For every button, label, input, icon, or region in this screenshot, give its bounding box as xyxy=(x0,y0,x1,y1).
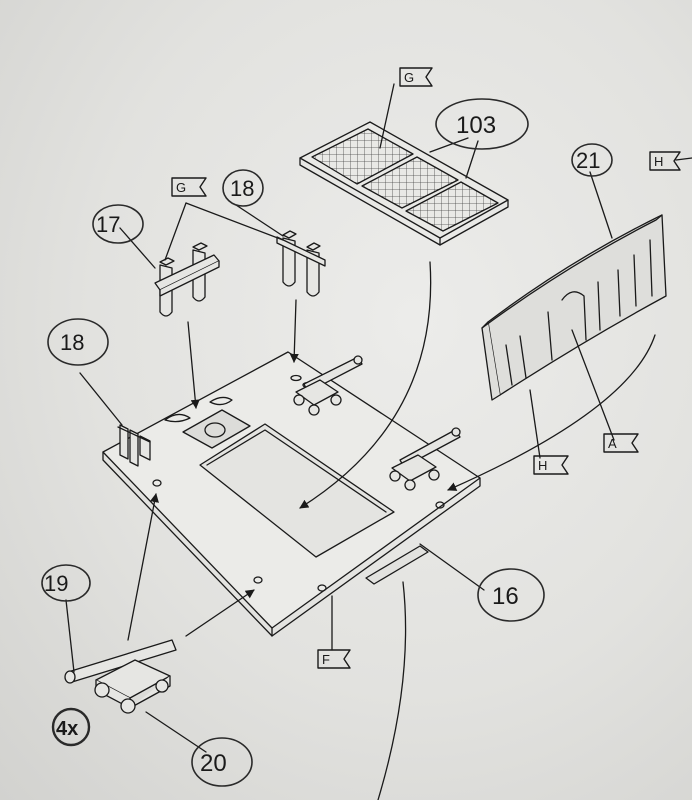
quantity-label: 4x xyxy=(56,718,78,740)
part-label-20: 20 xyxy=(200,750,227,777)
part-label-18-left: 18 xyxy=(60,330,84,355)
flag-label-H-mid: H xyxy=(538,458,547,473)
bitts-part-18-left xyxy=(117,424,151,467)
part-label-16: 16 xyxy=(492,583,519,610)
flag-label-G-left: G xyxy=(176,180,186,195)
bulwark-part-21 xyxy=(481,214,667,401)
pencil-circles xyxy=(41,98,613,787)
base-plate-F xyxy=(102,351,481,637)
part-label-19: 19 xyxy=(44,571,68,596)
part-label-18-top: 18 xyxy=(230,176,254,201)
part-label-17: 17 xyxy=(96,212,120,237)
flag-label-H-top: H xyxy=(654,154,663,169)
flag-label-G-top: G xyxy=(404,70,414,85)
assembly-arrows xyxy=(127,261,656,800)
bitts-part-18-top xyxy=(276,230,326,297)
leader-lines xyxy=(65,83,692,753)
cannon-deck-right xyxy=(389,427,461,491)
cannon-part-19-20 xyxy=(64,639,177,714)
bitts-part-17 xyxy=(154,242,220,317)
flag-label-F: F xyxy=(322,652,330,667)
grating-part-103 xyxy=(299,121,509,246)
flag-shapes xyxy=(171,67,681,669)
part-label-103: 103 xyxy=(456,112,496,139)
part-label-21: 21 xyxy=(576,148,600,173)
part-labels: 17 18 18 19 20 16 21 103 4x G G H H A F xyxy=(44,70,663,777)
flag-label-A: A xyxy=(608,436,617,451)
cannon-deck-top xyxy=(293,355,363,416)
